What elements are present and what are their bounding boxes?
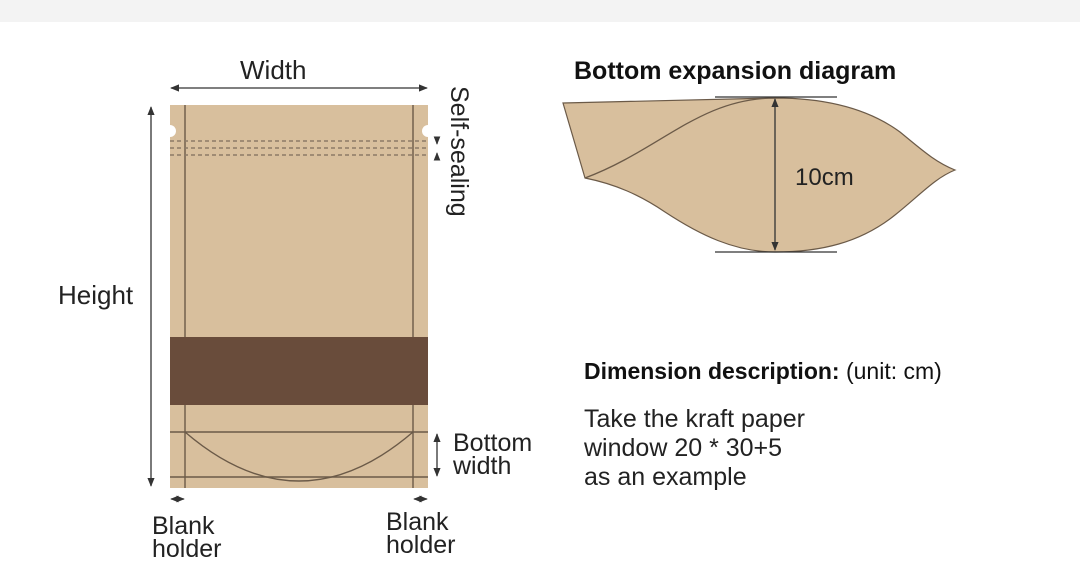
blank-holder-left-line1: Blank <box>152 512 215 540</box>
expansion-measure-label: 10cm <box>795 164 854 191</box>
dimension-unit: (unit: cm) <box>845 358 942 384</box>
expansion-fill <box>563 98 955 252</box>
tear-notch-right <box>422 125 434 137</box>
dimension-heading-text: Dimension description: <box>584 358 840 384</box>
tear-notch-left <box>164 125 176 137</box>
self-sealing-label: Self-sealing <box>445 86 473 217</box>
expansion-outline <box>562 97 957 253</box>
example-line-2: window 20 * 30+5 <box>584 434 783 462</box>
gusset-curve <box>184 431 414 482</box>
expansion-title: Bottom expansion diagram <box>574 57 897 85</box>
top-bar <box>0 0 1080 22</box>
bottom-width-label-line1: Bottom <box>453 429 533 457</box>
blank-holder-right-line2: holder <box>386 531 456 559</box>
example-text: Take the kraft paper window 20 * 30+5 as… <box>584 405 805 492</box>
blank-holder-left-label: Blank holder <box>152 512 222 563</box>
blank-holder-left-line2: holder <box>152 535 222 563</box>
bottom-width-label-line2: width <box>453 452 512 480</box>
example-line-3: as an example <box>584 463 747 491</box>
expansion-shape <box>562 96 957 253</box>
bag-body <box>170 105 428 488</box>
dimension-heading: Dimension description: (unit: cm) <box>584 358 942 385</box>
window-strip <box>170 337 428 405</box>
bottom-width-label: Bottom width <box>453 429 533 480</box>
blank-holder-right-line1: Blank <box>386 508 449 536</box>
expansion-fold-line <box>584 97 776 179</box>
kraft-bag <box>164 105 434 488</box>
blank-holder-right-label: Blank holder <box>386 508 456 559</box>
height-label: Height <box>58 280 134 310</box>
example-line-1: Take the kraft paper <box>584 405 805 433</box>
width-label: Width <box>240 55 307 85</box>
